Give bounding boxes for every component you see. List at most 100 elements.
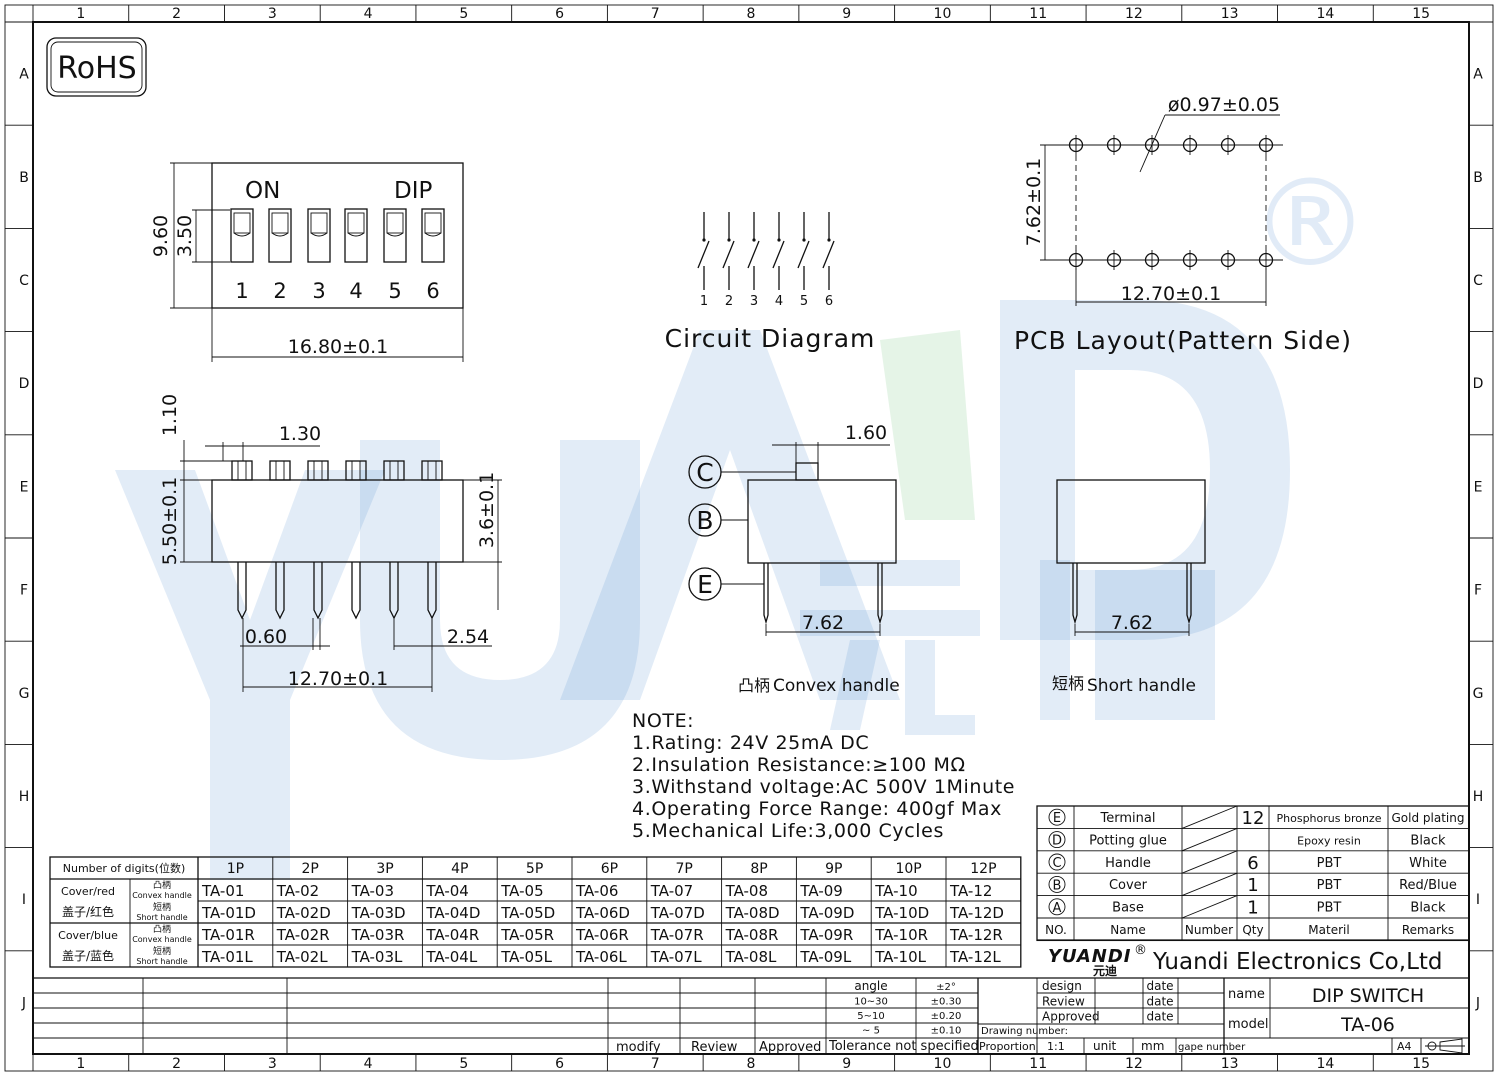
short-caption-en: Short handle <box>1087 676 1196 696</box>
tolerance-range: angle <box>854 979 887 993</box>
digits-cell: TA-02R <box>276 926 330 944</box>
handle-cn: 凸柄 <box>153 923 171 935</box>
digits-cell: TA-05 <box>500 882 543 900</box>
digits-header: 4P <box>451 861 468 877</box>
zone-row-right: A <box>1473 67 1483 83</box>
proportion-value: 1:1 <box>1047 1040 1065 1053</box>
digits-cell: TA-04R <box>425 926 479 944</box>
digits-cell: TA-10R <box>874 926 928 944</box>
bom-header: Number <box>1185 923 1233 937</box>
group-label-en: Cover/blue <box>58 929 118 942</box>
name-label: name <box>1228 987 1265 1002</box>
callout-letter: E <box>697 570 713 599</box>
handle-en: Short handle <box>136 957 187 966</box>
zone-col-bottom: 11 <box>1029 1056 1047 1072</box>
dim-3-6: 3.6±0.1 <box>476 472 498 548</box>
convex-side-view: 1.60 7.62 CBE 凸柄 Convex handle <box>688 422 900 696</box>
digits-header: 7P <box>676 861 693 877</box>
logo-reg: ® <box>1134 943 1147 958</box>
zone-col-bottom: 15 <box>1412 1056 1430 1072</box>
approved-label: Approved <box>759 1040 821 1055</box>
handle-cn: 凸柄 <box>153 879 171 891</box>
short-dim-bottom: 7.62 <box>1111 612 1153 634</box>
bom-qty: 1 <box>1247 898 1258 919</box>
bom-name: Terminal <box>1100 811 1156 826</box>
circuit-number: 3 <box>750 294 758 309</box>
zone-col-top: 12 <box>1125 6 1143 22</box>
zone-col-top: 3 <box>268 6 277 22</box>
front-handle <box>345 460 367 481</box>
watermark-reg: ® <box>1250 155 1370 294</box>
circuit-title: Circuit Diagram <box>665 324 876 353</box>
digits-cell: TA-12D <box>949 904 1004 922</box>
switch-actuator <box>424 212 442 234</box>
zone-row-right: E <box>1474 479 1483 495</box>
digits-cell: TA-04D <box>425 904 480 922</box>
front-pin <box>313 562 323 620</box>
model-label: model <box>1228 1017 1268 1032</box>
zone-marks: 1122334455667788991010111112121313141415… <box>5 5 1493 1072</box>
front-handle <box>421 460 443 481</box>
digits-cell: TA-04 <box>425 882 468 900</box>
tolerance-value: ±2° <box>936 982 956 993</box>
zone-col-bottom: 14 <box>1316 1056 1334 1072</box>
dim-2-54: 2.54 <box>447 626 489 648</box>
zone-col-top: 9 <box>842 6 851 22</box>
switch-actuator <box>386 212 404 234</box>
digits-cell: TA-05D <box>500 904 555 922</box>
bom-remarks: Black <box>1410 833 1446 848</box>
switch-number: 5 <box>388 279 401 303</box>
digits-header: 12P <box>970 861 996 877</box>
zone-row-right: G <box>1473 686 1484 702</box>
zone-col-bottom: 6 <box>555 1056 564 1072</box>
digits-header: 6P <box>601 861 618 877</box>
title-grid <box>33 978 1469 1054</box>
zone-row-left: J <box>21 995 26 1011</box>
switch-slot <box>307 208 331 263</box>
bom-material: Epoxy resin <box>1297 834 1361 847</box>
zone-row-right: D <box>1473 376 1484 392</box>
sign-date: date <box>1146 1010 1173 1024</box>
zone-col-top: 4 <box>364 6 373 22</box>
front-handle <box>383 460 405 481</box>
callout-letter: C <box>696 458 713 487</box>
company-logo: YUANDI ® 元迪 <box>1048 943 1147 978</box>
sign-label: Approved <box>1042 1010 1100 1024</box>
zone-col-bottom: 3 <box>268 1056 277 1072</box>
switch-number: 2 <box>273 279 286 303</box>
note-line: NOTE: <box>632 710 694 732</box>
front-pin <box>351 562 361 620</box>
zone-col-top: 2 <box>172 6 181 22</box>
circuit-number: 6 <box>825 294 833 309</box>
watermark: ® <box>115 155 1370 880</box>
zone-col-bottom: 7 <box>651 1056 660 1072</box>
tolerance-value: ±0.10 <box>931 1026 962 1037</box>
zone-col-top: 11 <box>1029 6 1047 22</box>
zone-row-left: H <box>19 789 30 805</box>
zone-row-left: E <box>20 479 29 495</box>
convex-caption-en: Convex handle <box>773 676 900 696</box>
digits-header: 2P <box>302 861 319 877</box>
top-switches <box>230 208 445 263</box>
digits-cell: TA-12L <box>949 948 1001 966</box>
digits-cell: TA-08 <box>725 882 768 900</box>
zone-row-left: A <box>19 67 29 83</box>
digits-cell: TA-07R <box>650 926 704 944</box>
group-label-cn: 盖子/红色 <box>62 904 114 919</box>
digits-header: 10P <box>895 861 921 877</box>
digits-cell: TA-12R <box>949 926 1003 944</box>
circuit-number: 1 <box>700 294 708 309</box>
digits-cell: TA-05L <box>500 948 552 966</box>
dim-width: 16.80±0.1 <box>288 336 389 358</box>
rohs-badge: RoHS <box>46 37 147 97</box>
digits-cell: TA-03R <box>351 926 405 944</box>
bom-mark: A <box>1053 901 1062 916</box>
front-pin <box>237 562 247 620</box>
zone-row-left: G <box>19 686 30 702</box>
proportion-label: Proportion <box>979 1040 1036 1053</box>
